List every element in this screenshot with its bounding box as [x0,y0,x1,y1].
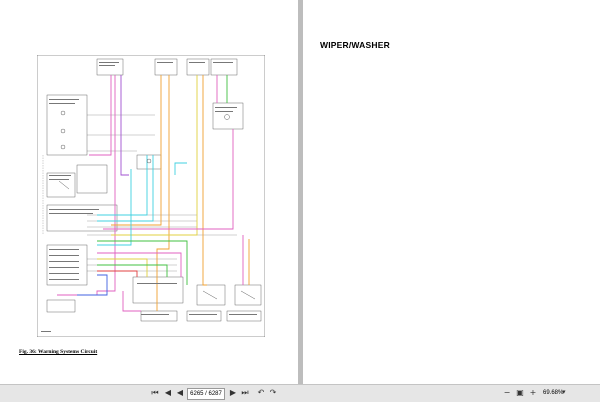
viewer-toolbar: ⏮ ◀ ◀ 6265 / 6287 ▶ ⏭ ↶ ↷ − ▣ + 69.68% ▾ [0,384,600,402]
back-icon[interactable]: ↶ [257,388,265,397]
last-page-icon[interactable]: ⏭ [241,388,249,397]
pdf-page-left: Fig. 36: Warning Systems Circuit [0,0,298,384]
section-heading: WIPER/WASHER [320,40,390,50]
zoom-in-icon[interactable]: + [529,388,537,397]
zoom-dropdown-icon[interactable]: ▾ [562,389,566,396]
next-page-icon[interactable]: ▶ [229,388,237,397]
page-number-input[interactable]: 6265 / 6287 [187,388,225,400]
figure-caption: Fig. 36: Warning Systems Circuit [19,349,98,355]
page-up-icon[interactable]: ◀ [176,388,184,397]
page-gap [298,0,303,384]
document-viewer[interactable]: Fig. 36: Warning Systems Circuit WIPER/W… [0,0,600,384]
forward-icon[interactable]: ↷ [269,388,277,397]
prev-page-icon[interactable]: ◀ [164,388,172,397]
zoom-level[interactable]: 69.68% [543,390,564,396]
warning-systems-circuit-diagram [37,55,265,337]
zoom-mode-icon[interactable]: ▣ [516,388,524,397]
first-page-icon[interactable]: ⏮ [151,388,159,397]
zoom-out-icon[interactable]: − [503,388,511,397]
pdf-page-right: WIPER/WASHER [303,0,600,384]
